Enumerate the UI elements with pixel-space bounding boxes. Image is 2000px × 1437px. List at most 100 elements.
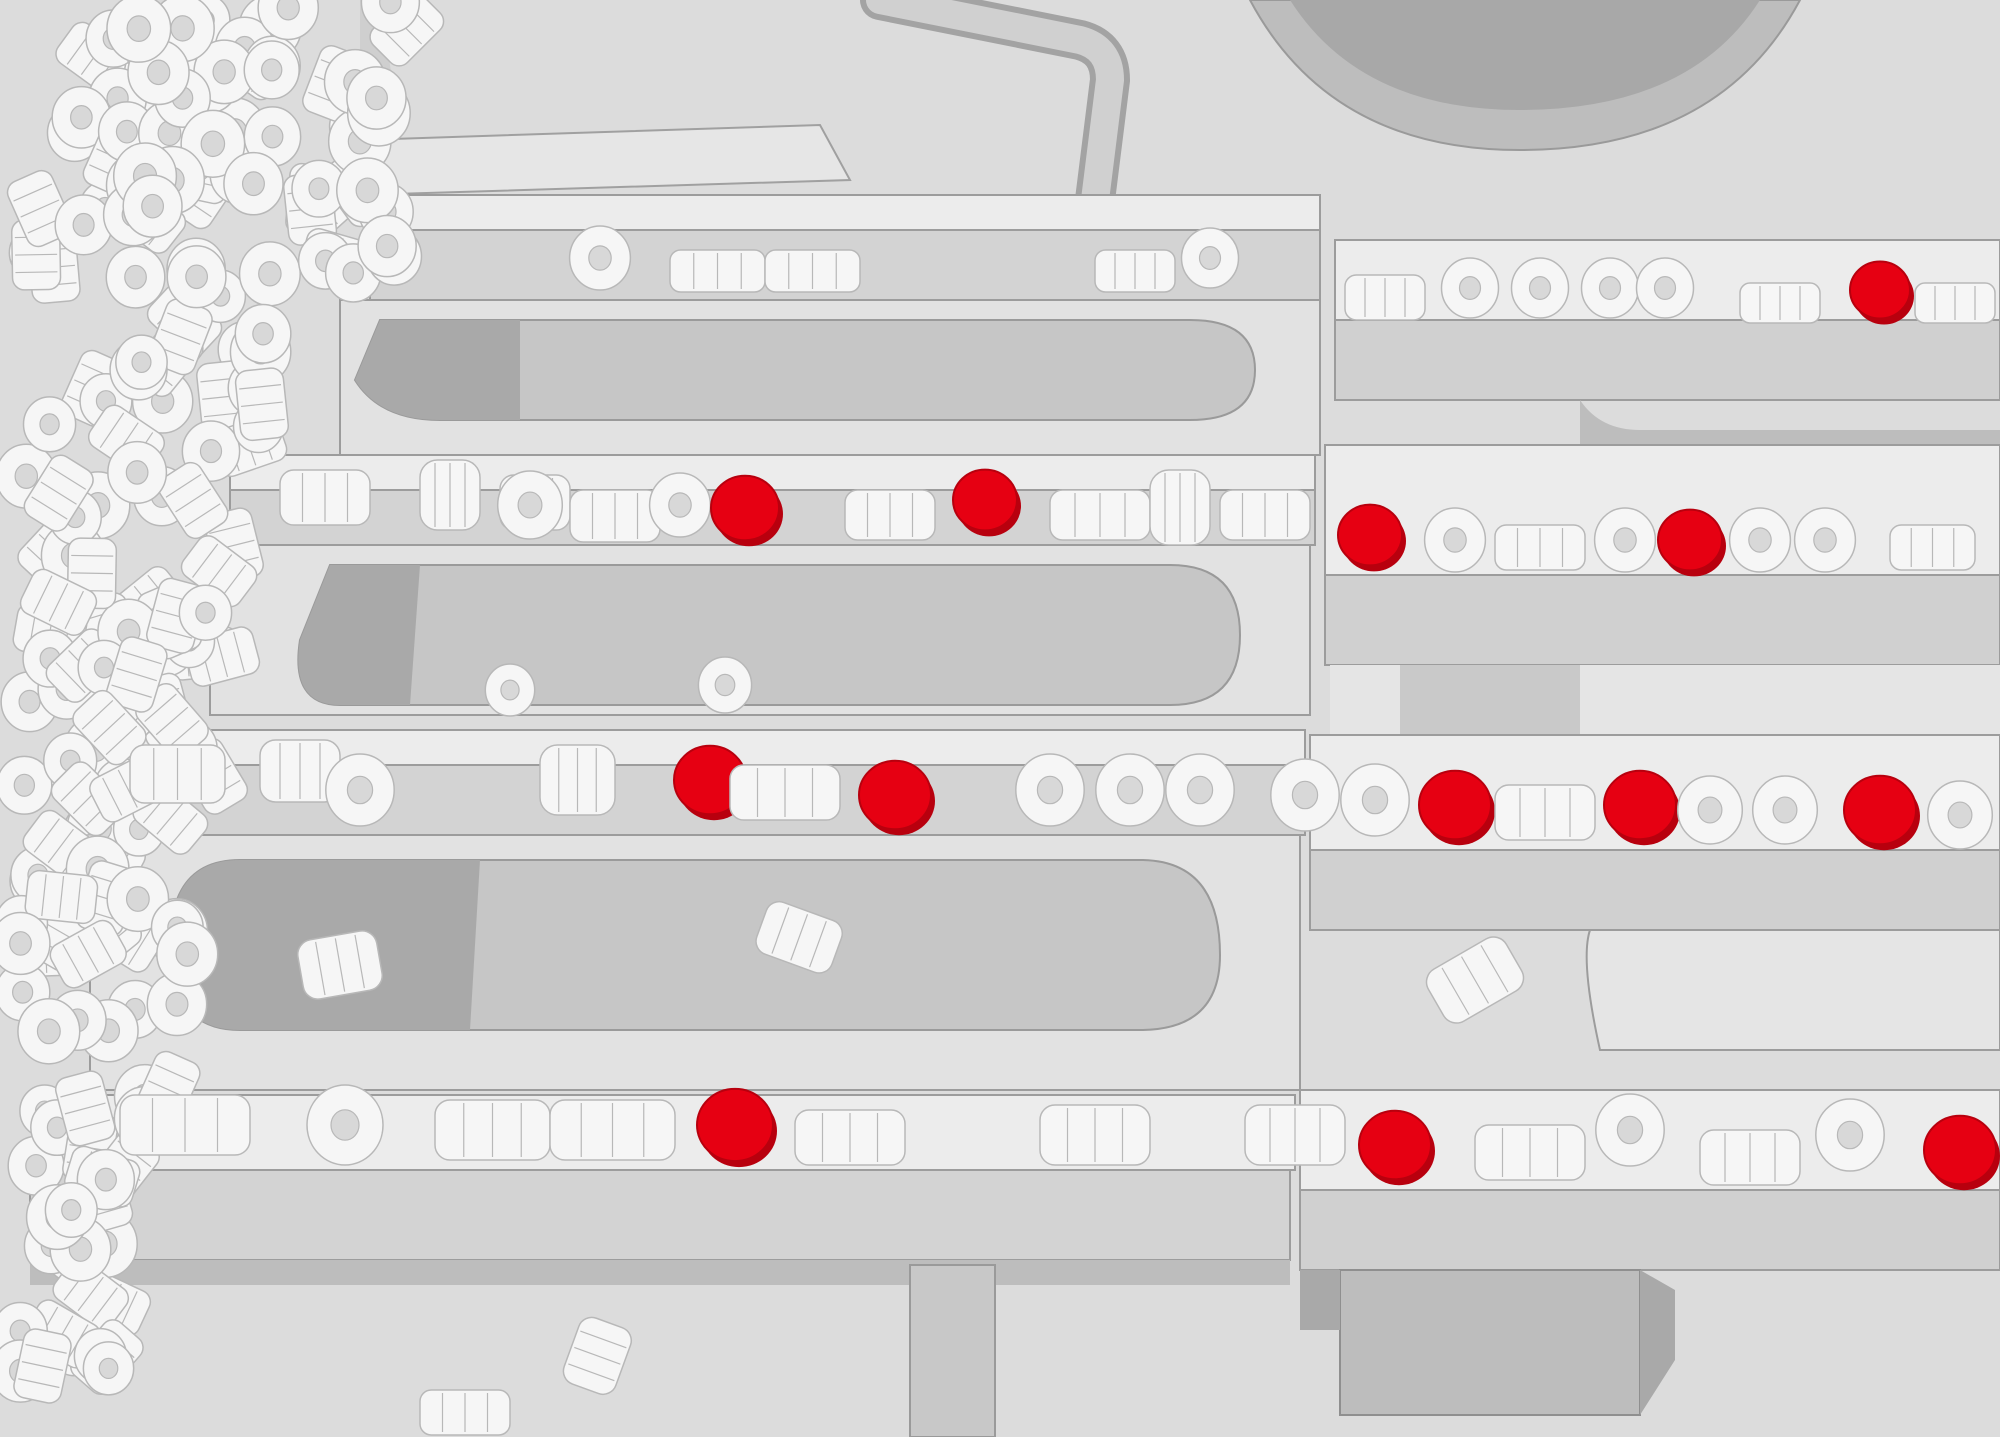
part-side [549, 1099, 676, 1161]
part-side [1344, 274, 1426, 321]
part-face [1580, 257, 1640, 319]
part-face [1270, 758, 1340, 832]
part-face [1793, 507, 1857, 573]
part-face [1595, 1093, 1665, 1167]
part-side [119, 1094, 251, 1156]
part-red [710, 474, 783, 547]
bulk-part [166, 245, 227, 309]
part-face [1180, 227, 1240, 289]
part-side [539, 744, 616, 816]
part-side [1474, 1124, 1586, 1181]
bulk-part [156, 921, 219, 987]
part-side [297, 930, 383, 1000]
bulk-part [106, 0, 172, 63]
part-side [1425, 936, 1525, 1024]
part-side [1039, 1104, 1151, 1166]
part-side [764, 249, 861, 293]
part-red [1337, 503, 1406, 572]
part-side [1219, 489, 1311, 541]
bulk-part [51, 85, 112, 149]
part-face [1095, 753, 1165, 827]
part-side [794, 1109, 906, 1166]
part-side [1914, 282, 1996, 324]
part-face [325, 753, 395, 827]
bulk-part [115, 334, 168, 390]
bulk-part [13, 1328, 72, 1404]
part-side [279, 469, 371, 526]
part-red [1418, 769, 1495, 846]
part-face [1593, 507, 1657, 573]
rail-right-2 [1324, 444, 2000, 760]
part-red [696, 1087, 777, 1168]
part-side [1739, 282, 1821, 324]
part-side [562, 1316, 633, 1396]
bulk-part [0, 911, 51, 976]
part-side [1494, 784, 1596, 841]
part-side [844, 489, 936, 541]
bulk-part [234, 367, 290, 442]
bulk-part [357, 214, 417, 278]
part-red [1603, 769, 1680, 846]
part-side [1094, 249, 1176, 293]
part-red [1657, 508, 1726, 577]
part-face [1440, 257, 1500, 319]
bulk-part [234, 303, 292, 364]
part-red [1849, 260, 1914, 325]
bulk-part [106, 865, 170, 933]
part-side [1244, 1104, 1346, 1166]
bulk-part [49, 919, 127, 989]
part-side [419, 459, 481, 531]
part-red [952, 468, 1021, 537]
part-face [1728, 507, 1792, 573]
part-side [1049, 489, 1151, 541]
slot-left-2 [297, 564, 1242, 706]
part-face [1340, 763, 1410, 837]
bulk-part [360, 0, 421, 34]
bulk-part [238, 241, 301, 307]
part-face [1635, 257, 1695, 319]
bulk-part [336, 157, 399, 224]
part-face [306, 1084, 384, 1166]
bulk-part [22, 396, 77, 453]
bulk-parts-pile [0, 0, 445, 1404]
part-face [648, 472, 712, 538]
part-face [496, 470, 564, 540]
bulk-part [146, 972, 208, 1037]
part-side [755, 900, 844, 974]
part-red [1358, 1109, 1435, 1186]
part-face [568, 225, 632, 291]
part-face [1926, 780, 1994, 850]
top-pipe [860, 0, 1131, 220]
part-side [1699, 1129, 1801, 1186]
bulk-part [257, 0, 320, 41]
bulk-part [19, 568, 98, 636]
bulk-part [178, 584, 233, 641]
bulk-part [122, 174, 183, 238]
bulk-part [243, 106, 302, 168]
bulk-part [243, 40, 300, 100]
part-face [1510, 257, 1570, 319]
bulk-part [157, 461, 229, 540]
part-face [1751, 775, 1819, 845]
part-face [1165, 753, 1235, 827]
part-red [1923, 1114, 2000, 1191]
part-red [858, 759, 935, 836]
bulk-part [105, 245, 166, 309]
part-side [669, 249, 766, 293]
bulk-part [346, 66, 407, 130]
bulk-part [44, 1181, 98, 1238]
bulk-part [223, 151, 284, 216]
lane-parts [119, 225, 2000, 1436]
bulk-part [0, 755, 53, 815]
bulk-part [54, 194, 113, 256]
bulk-part [54, 1070, 116, 1147]
bulk-part [17, 998, 81, 1065]
bulk-part [82, 1341, 135, 1396]
bottom-supports [909, 1264, 1675, 1437]
part-side [129, 744, 226, 804]
part-side [729, 764, 841, 821]
bulk-part [107, 440, 168, 505]
bulk-part [105, 636, 168, 713]
part-face [1815, 1098, 1885, 1172]
part-face [697, 656, 753, 714]
